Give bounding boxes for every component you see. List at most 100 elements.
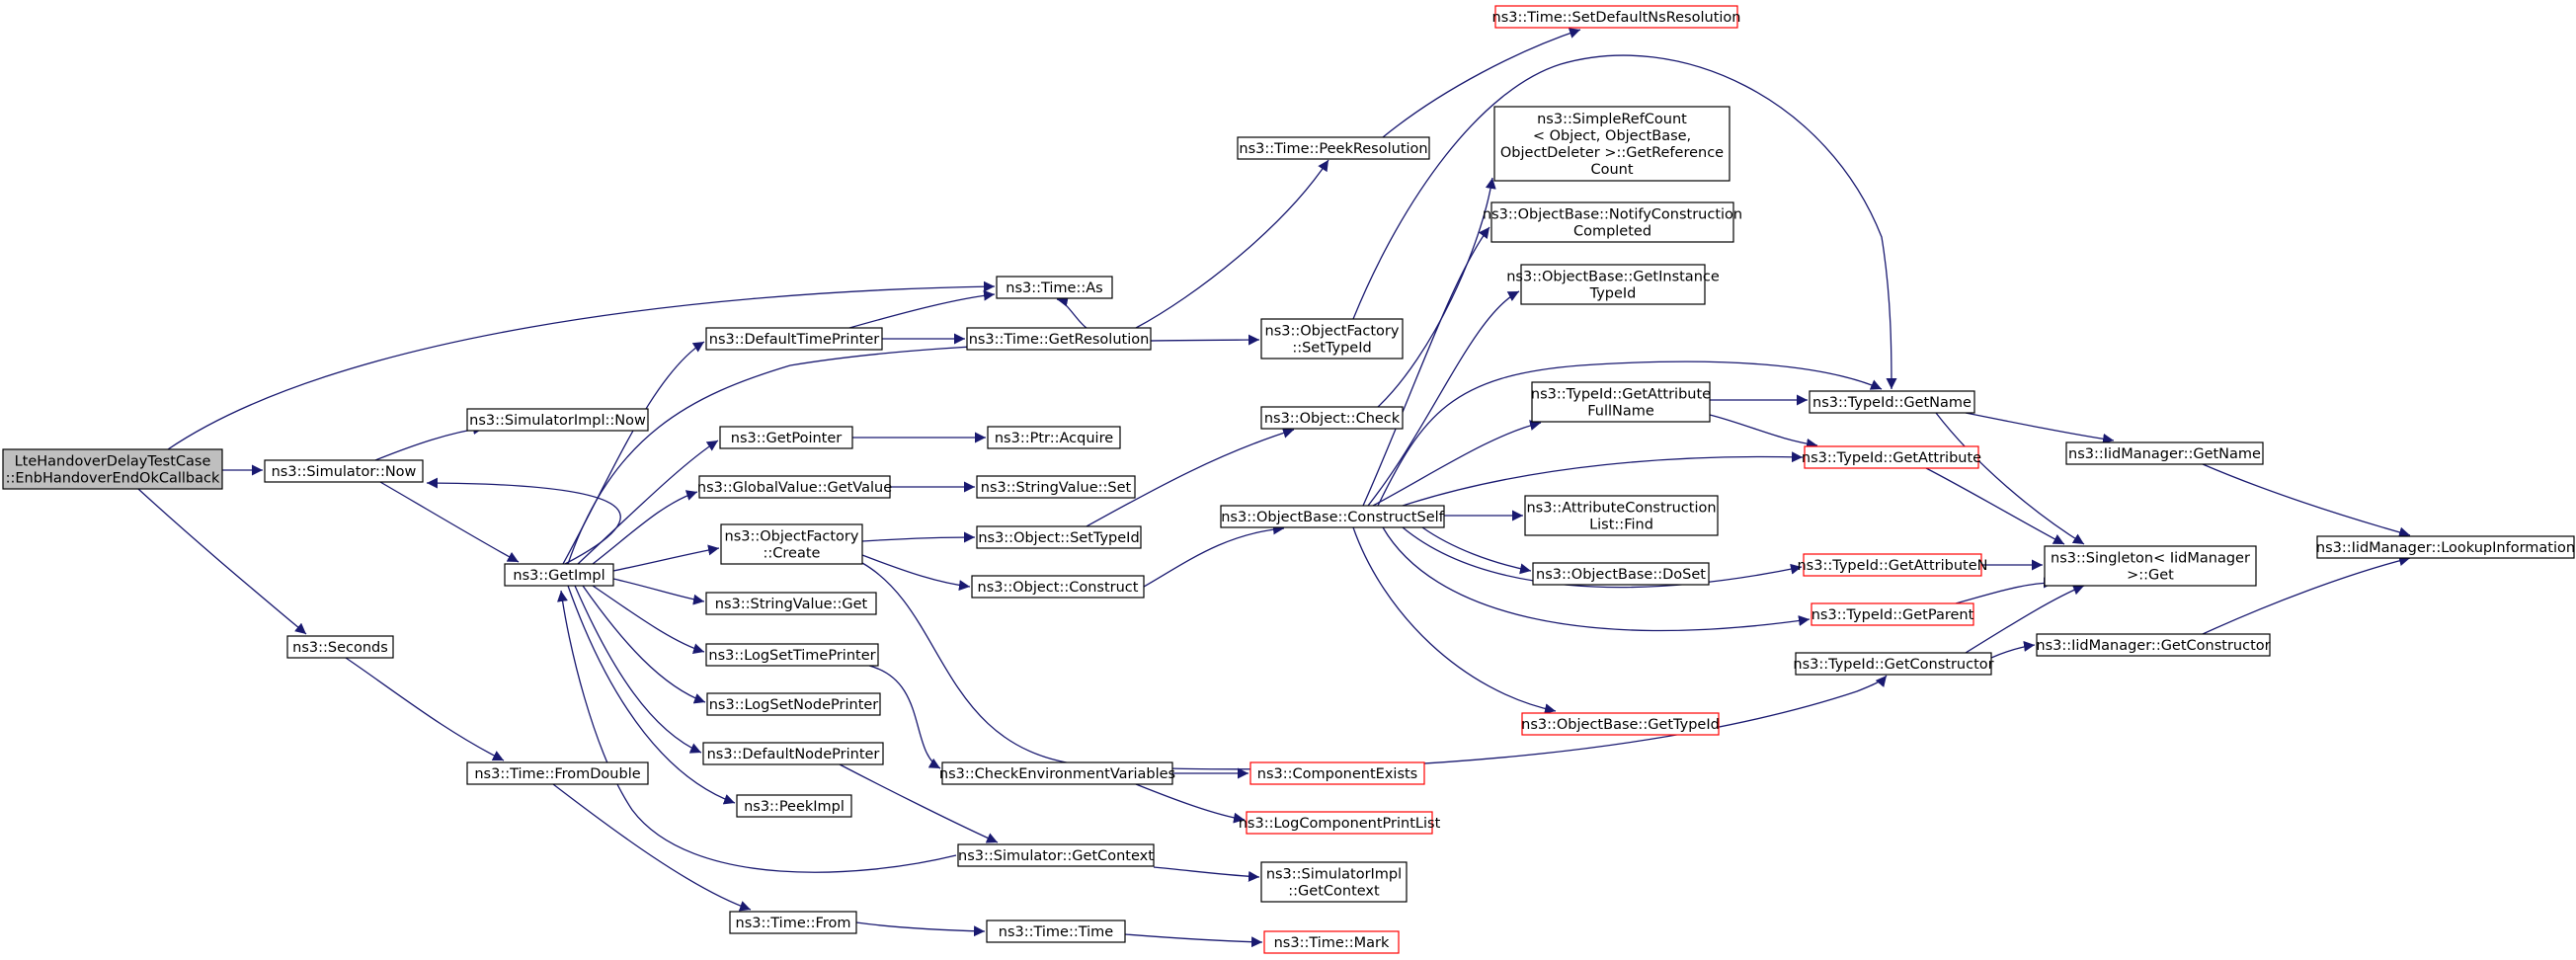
node-box — [719, 426, 853, 449]
node-label-line: ns3::ObjectBase::GetInstance — [1506, 270, 1720, 285]
node-box — [286, 635, 394, 659]
node-label-line: ns3::IidManager::GetConstructor — [2036, 638, 2270, 654]
node-sv_set[interactable]: ns3::StringValue::Set — [976, 475, 1136, 499]
node-label-line: ns3::Time::GetResolution — [969, 332, 1150, 348]
node-seconds[interactable]: ns3::Seconds — [286, 635, 394, 659]
node-label-line: FullName — [1587, 404, 1654, 420]
node-label-line: ObjectDeleter >::GetReference — [1500, 145, 1724, 161]
edge-seconds-to-fromdouble — [345, 657, 505, 761]
node-time_time[interactable]: ns3::Time::Time — [986, 920, 1126, 943]
node-box — [1521, 712, 1720, 736]
edge-ob_constructself-to-ob_gettypeid — [1352, 526, 1557, 715]
node-box — [1493, 106, 1731, 182]
edge-obj_settypeid-to-obj_check — [1086, 428, 1295, 527]
node-setdefaultns[interactable]: ns3::Time::SetDefaultNsResolution — [1492, 5, 1741, 29]
edges-layer — [137, 28, 2411, 948]
node-box — [736, 794, 852, 818]
node-logsettimeprinter[interactable]: ns3::LogSetTimePrinter — [705, 643, 879, 667]
node-box — [2316, 535, 2575, 559]
edge-getimpl-to-peekimpl — [567, 585, 736, 805]
node-label-line: ns3::StringValue::Set — [981, 480, 1132, 496]
node-logcompprintlist[interactable]: ns3::LogComponentPrintList — [1239, 811, 1441, 835]
node-label-line: ns3::TypeId::GetParent — [1811, 607, 1974, 623]
node-root[interactable]: LteHandoverDelayTestCase::EnbHandoverEnd… — [2, 448, 223, 490]
node-obj_check[interactable]: ns3::Object::Check — [1260, 406, 1404, 430]
node-box — [1803, 553, 1982, 577]
edge-root-to-time_as — [167, 280, 996, 450]
node-label-line: Completed — [1573, 224, 1651, 240]
node-ob_constructself[interactable]: ns3::ObjectBase::ConstructSelf — [1220, 505, 1445, 528]
node-of_settypeid[interactable]: ns3::ObjectFactory::SetTypeId — [1260, 318, 1404, 360]
node-deftimeprinter[interactable]: ns3::DefaultTimePrinter — [705, 327, 883, 351]
node-label-line: ns3::GetImpl — [513, 568, 604, 584]
node-tid_getname[interactable]: ns3::TypeId::GetName — [1809, 390, 1975, 414]
node-box — [957, 843, 1155, 867]
nodes-layer: LteHandoverDelayTestCase::EnbHandoverEnd… — [2, 5, 2575, 954]
node-simplerefcount[interactable]: ns3::SimpleRefCount< Object, ObjectBase,… — [1493, 106, 1731, 182]
node-box — [504, 563, 614, 587]
node-ob_notify[interactable]: ns3::ObjectBase::NotifyConstructionCompl… — [1483, 201, 1742, 243]
node-ob_gettypeid[interactable]: ns3::ObjectBase::GetTypeId — [1521, 712, 1720, 736]
node-getimpl[interactable]: ns3::GetImpl — [504, 563, 614, 587]
node-simimpl_getcontext[interactable]: ns3::SimulatorImpl::GetContext — [1260, 861, 1408, 903]
node-tid_getconstructor[interactable]: ns3::TypeId::GetConstructor — [1793, 652, 1994, 676]
node-tid_getattributen[interactable]: ns3::TypeId::GetAttributeN — [1797, 553, 1988, 577]
node-time_mark[interactable]: ns3::Time::Mark — [1263, 930, 1400, 954]
node-defnodeprinter[interactable]: ns3::DefaultNodePrinter — [702, 742, 884, 765]
node-label-line: ns3::Simulator::GetContext — [958, 848, 1154, 864]
node-peekimpl[interactable]: ns3::PeekImpl — [736, 794, 852, 818]
node-box — [1804, 445, 1979, 469]
node-box — [941, 761, 1173, 785]
node-iid_lookup[interactable]: ns3::IidManager::LookupInformation — [2316, 535, 2575, 559]
node-label-line: ns3::SimulatorImpl — [1266, 867, 1402, 883]
node-box — [1531, 381, 1711, 423]
node-checkenv[interactable]: ns3::CheckEnvironmentVariables — [939, 761, 1175, 785]
node-box — [1811, 602, 1974, 626]
node-label-line: ns3::SimulatorImpl::Now — [469, 413, 646, 429]
node-label-line: ns3::Time::As — [1006, 280, 1102, 296]
node-label-line: < Object, ObjectBase, — [1533, 128, 1691, 144]
node-gv_getvalue[interactable]: ns3::GlobalValue::GetValue — [697, 475, 892, 499]
node-ptr_acquire[interactable]: ns3::Ptr::Acquire — [987, 426, 1121, 449]
node-getpointer[interactable]: ns3::GetPointer — [719, 426, 853, 449]
node-iid_getconstructor[interactable]: ns3::IidManager::GetConstructor — [2036, 633, 2271, 657]
node-iid_getname[interactable]: ns3::IidManager::GetName — [2065, 441, 2264, 465]
node-getresolution[interactable]: ns3::Time::GetResolution — [966, 327, 1152, 351]
node-time_from[interactable]: ns3::Time::From — [729, 911, 857, 934]
node-label-line: ns3::AttributeConstruction — [1526, 501, 1716, 517]
node-label-line: ns3::ObjectBase::DoSet — [1536, 567, 1706, 583]
node-box — [976, 475, 1136, 499]
node-box — [466, 761, 649, 785]
edge-tid_getparent-to-singleton_get — [1955, 577, 2055, 604]
node-obj_construct[interactable]: ns3::Object::Construct — [971, 575, 1145, 599]
edge-getimpl-to-defnodeprinter — [574, 585, 702, 754]
node-sim_now[interactable]: ns3::Simulator::Now — [264, 459, 424, 483]
node-label-line: ns3::StringValue::Get — [715, 597, 868, 612]
node-box — [1532, 562, 1710, 586]
node-label-line: ns3::Object::Construct — [978, 580, 1139, 596]
node-logsetnodeprinter[interactable]: ns3::LogSetNodePrinter — [706, 692, 881, 716]
node-fromdouble[interactable]: ns3::Time::FromDouble — [466, 761, 649, 785]
node-of_create[interactable]: ns3::ObjectFactory::Create — [720, 523, 863, 565]
node-ob_doset[interactable]: ns3::ObjectBase::DoSet — [1532, 562, 1710, 586]
edge-sim_getcontext-to-getimpl — [557, 590, 957, 873]
node-tid_getattribute[interactable]: ns3::TypeId::GetAttribute — [1802, 445, 1981, 469]
node-obj_settypeid[interactable]: ns3::Object::SetTypeId — [976, 525, 1142, 549]
node-box — [1237, 136, 1430, 160]
node-time_as[interactable]: ns3::Time::As — [996, 276, 1113, 299]
node-sv_get[interactable]: ns3::StringValue::Get — [705, 592, 877, 615]
edge-logsettimeprinter-to-checkenv — [868, 665, 941, 769]
node-tid_getparent[interactable]: ns3::TypeId::GetParent — [1811, 602, 1974, 626]
node-sim_getcontext[interactable]: ns3::Simulator::GetContext — [957, 843, 1155, 867]
node-simimpl_now[interactable]: ns3::SimulatorImpl::Now — [466, 408, 649, 432]
node-componentexists[interactable]: ns3::ComponentExists — [1249, 761, 1425, 785]
node-peekresolution[interactable]: ns3::Time::PeekResolution — [1237, 136, 1430, 160]
node-box — [996, 276, 1113, 299]
edge-ob_constructself-to-ob_doset — [1421, 526, 1532, 575]
node-label-line: Count — [1590, 162, 1633, 178]
edge-ob_constructself-to-tid_getattrfullname — [1372, 420, 1542, 507]
node-singleton_get[interactable]: ns3::Singleton< IidManager>::Get — [2044, 545, 2257, 587]
